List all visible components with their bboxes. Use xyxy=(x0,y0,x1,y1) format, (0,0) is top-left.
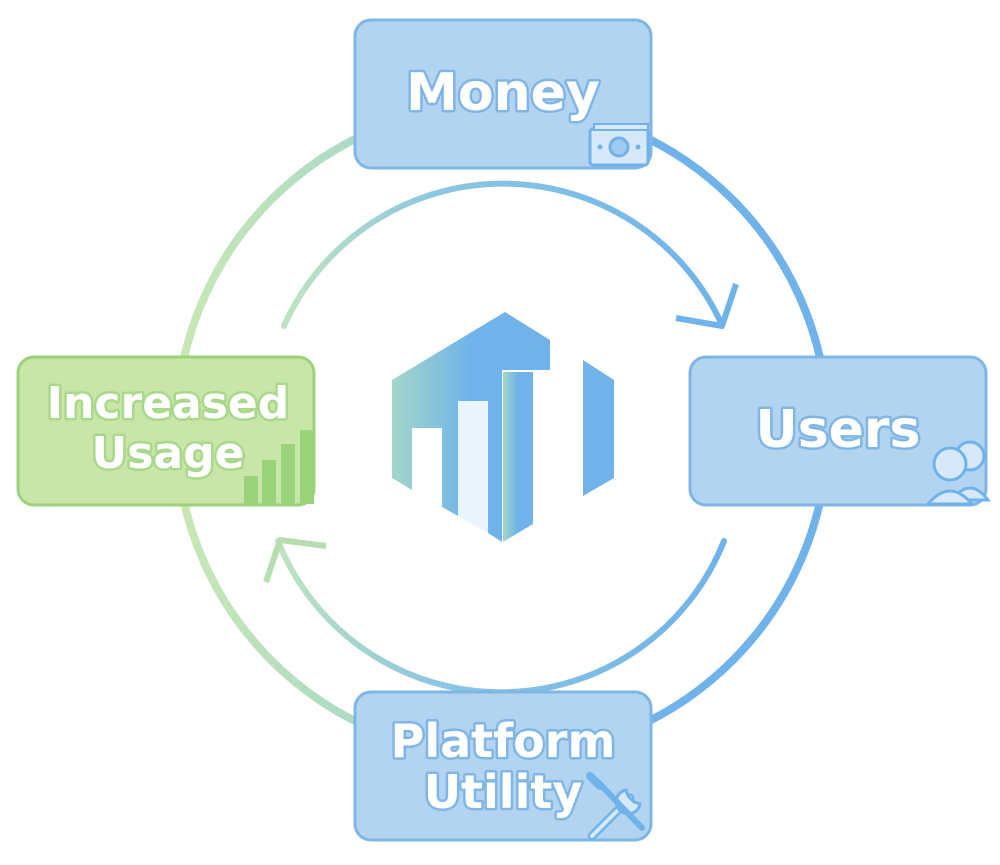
bar-chart-icon xyxy=(244,430,314,504)
node-money: Money xyxy=(353,18,653,170)
platform-utility-line2: Utility xyxy=(424,765,583,819)
arrow-head-bottom-left xyxy=(263,537,327,583)
node-users: Users xyxy=(688,355,992,507)
money-label: Money xyxy=(406,63,600,123)
arrow-head-top-right xyxy=(675,283,739,329)
users-icon xyxy=(924,440,992,506)
increased-usage-line1: Increased xyxy=(47,378,290,429)
increased-usage-line2: Usage xyxy=(92,428,245,479)
inner-arc-bottom xyxy=(275,538,727,696)
users-label: Users xyxy=(755,400,920,460)
platform-utility-line1: Platform xyxy=(391,714,616,768)
node-platform-utility: Platform Utility xyxy=(353,690,653,842)
node-increased-usage: Increased Usage xyxy=(16,355,316,507)
center-logo-icon xyxy=(392,312,614,542)
wrench-screwdriver-icon xyxy=(586,772,645,841)
inner-arc-top xyxy=(281,180,725,329)
money-bill-icon xyxy=(588,123,650,167)
